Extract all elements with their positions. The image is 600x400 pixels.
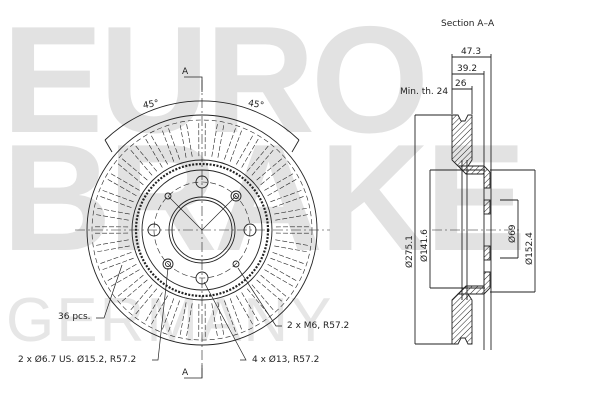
dim-thickness: 26 [455, 79, 467, 89]
threaded-holes-callout: 2 x M6, R57.2 [287, 321, 350, 331]
min-thickness-label: Min. th. 24 [400, 87, 449, 97]
dim-overall-height: 47.3 [461, 47, 482, 57]
dia-outer-label: Ø275.1 [405, 235, 415, 268]
dim-hat-height: 39.2 [457, 64, 478, 74]
watermark-germany: GERMANY [6, 286, 334, 355]
vanes-count-label: 36 pcs. [58, 312, 91, 322]
section-marker-bottom: A [182, 368, 189, 378]
bolt-holes-callout: 4 x Ø13, R57.2 [252, 355, 320, 365]
section-marker-top: A [182, 67, 189, 77]
watermark-euro: EURO [2, 0, 429, 165]
dia-hat-inner-label: Ø141.6 [420, 229, 430, 262]
locating-holes-callout: 2 x Ø6.7 US. Ø15.2, R57.2 [18, 355, 137, 365]
dia-center-bore-label: Ø69 [508, 224, 518, 243]
section-view [414, 54, 536, 350]
front-view [75, 76, 330, 380]
section-title: Section A–A [441, 19, 495, 29]
dia-hat-outer-label: Ø152.4 [525, 232, 535, 265]
